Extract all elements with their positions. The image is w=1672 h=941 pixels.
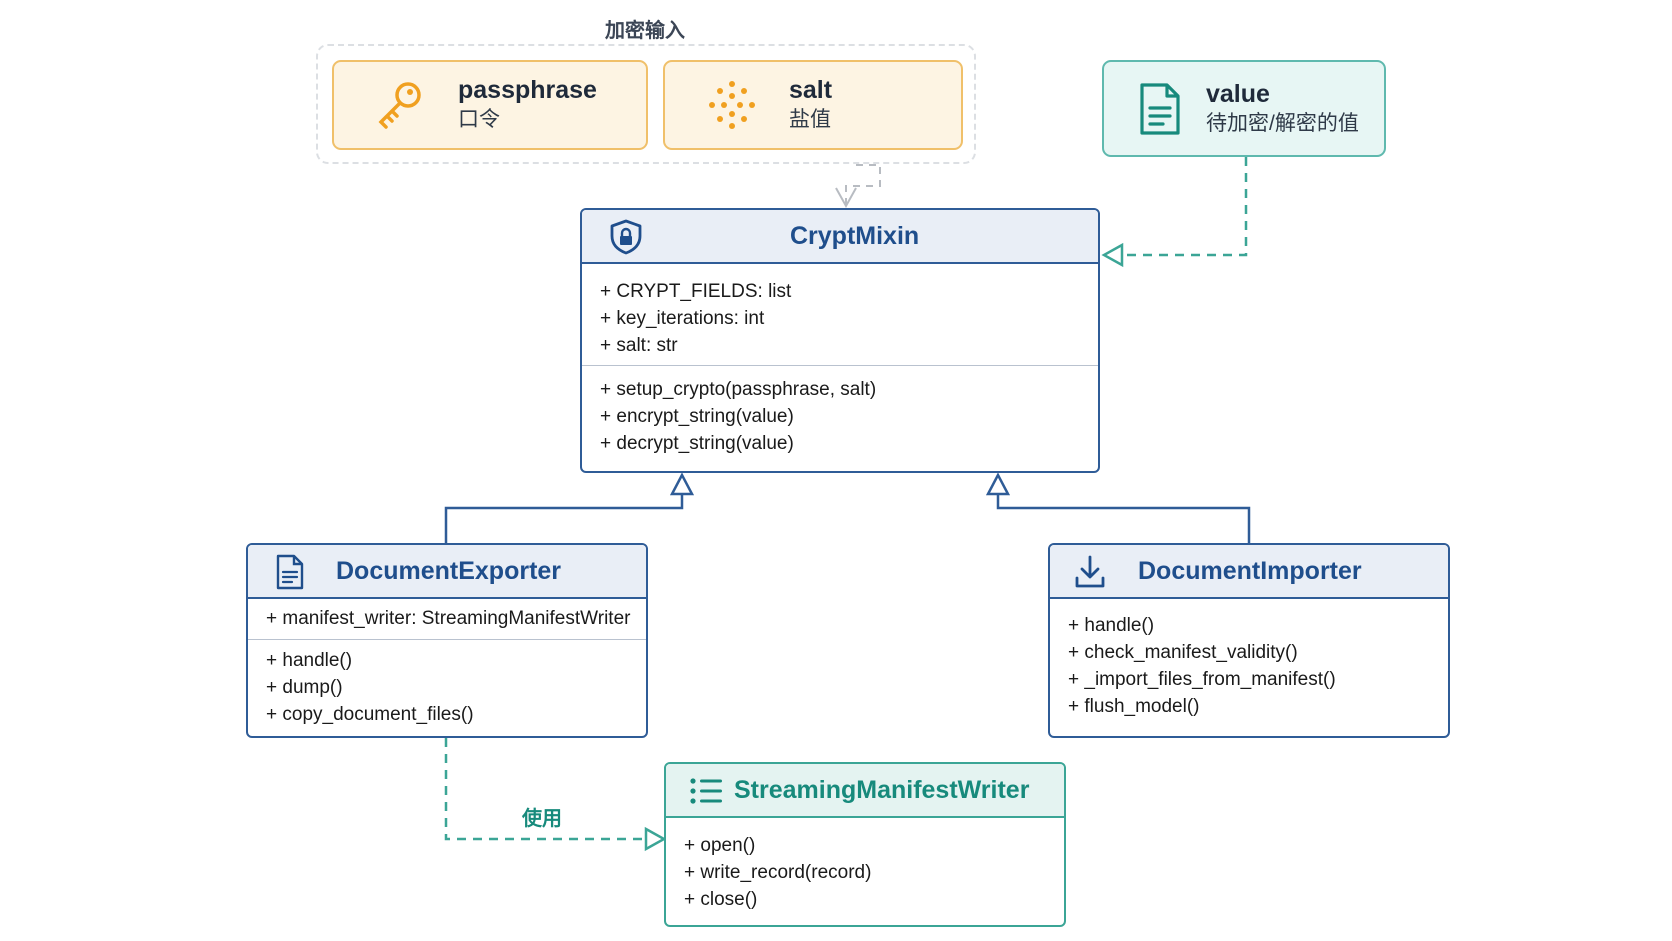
encryption-inputs-title: 加密输入: [605, 20, 685, 42]
importer-inheritance-triangle: [985, 472, 1011, 496]
value-card: value 待加密/解密的值: [1102, 60, 1386, 157]
method-row: + dump(): [266, 677, 343, 698]
salt-label: 盐值: [789, 108, 831, 131]
download-icon: [1072, 554, 1108, 590]
key-icon: [366, 77, 436, 133]
cryptmixin-methods: + setup_crypto(passphrase, salt) + encry…: [582, 365, 1098, 465]
shield-lock-icon: [608, 219, 644, 255]
list-icon: [688, 773, 724, 809]
method-row: + encrypt_string(value): [600, 406, 794, 427]
method-row: + close(): [684, 889, 758, 910]
value-connector-arrowhead: [1101, 242, 1124, 268]
document-icon: [1132, 79, 1188, 139]
encryption-inputs-group: [316, 44, 976, 164]
exporter-inheritance-triangle: [669, 472, 695, 496]
attribute-row: + key_iterations: int: [600, 308, 765, 329]
value-name: value: [1206, 79, 1270, 108]
documentexporter-methods: + handle() + dump() + copy_document_file…: [248, 639, 646, 736]
method-row: + setup_crypto(passphrase, salt): [600, 379, 877, 400]
streamingmanifestwriter-class: StreamingManifestWriter + open() + write…: [664, 762, 1066, 927]
streamingmanifestwriter-name: StreamingManifestWriter: [734, 776, 1030, 804]
method-row: + write_record(record): [684, 862, 872, 883]
importer-inherits-connector: [996, 494, 1251, 543]
cryptmixin-attributes: + CRYPT_FIELDS: list + key_iterations: i…: [582, 264, 1098, 365]
group-to-cryptmixin-connector: [845, 164, 881, 204]
exporter-inherits-connector: [444, 494, 684, 543]
attribute-row: + salt: str: [600, 335, 678, 356]
salt-card: salt 盐值: [663, 60, 963, 150]
method-row: + flush_model(): [1068, 696, 1200, 717]
method-row: + _import_files_from_manifest(): [1068, 669, 1336, 690]
value-to-cryptmixin-connector: [1104, 157, 1248, 257]
attribute-row: + manifest_writer: StreamingManifestWrit…: [266, 608, 631, 629]
attribute-row: + CRYPT_FIELDS: list: [600, 281, 792, 302]
passphrase-name: passphrase: [458, 76, 597, 104]
method-row: + handle(): [1068, 615, 1155, 636]
uses-edge-label: 使用: [522, 808, 562, 830]
value-label: 待加密/解密的值: [1206, 111, 1359, 135]
passphrase-card: passphrase 口令: [332, 60, 648, 150]
documentexporter-class: DocumentExporter + manifest_writer: Stre…: [246, 543, 648, 738]
cryptmixin-class: CryptMixin + CRYPT_FIELDS: list + key_it…: [580, 208, 1100, 473]
method-row: + open(): [684, 835, 756, 856]
group-connector-arrowhead: [835, 187, 857, 209]
documentexporter-attributes: + manifest_writer: StreamingManifestWrit…: [248, 599, 646, 639]
passphrase-label: 口令: [458, 108, 500, 131]
salt-name: salt: [789, 76, 833, 104]
documentexporter-name: DocumentExporter: [336, 557, 562, 585]
method-row: + decrypt_string(value): [600, 433, 794, 454]
file-icon: [272, 554, 308, 590]
uses-connector-arrowhead: [644, 826, 667, 852]
documentimporter-name: DocumentImporter: [1138, 557, 1362, 585]
documentimporter-class: DocumentImporter + handle() + check_mani…: [1048, 543, 1450, 738]
method-row: + handle(): [266, 650, 353, 671]
method-row: + check_manifest_validity(): [1068, 642, 1298, 663]
streamingmanifestwriter-methods: + open() + write_record(record) + close(…: [666, 818, 1064, 921]
method-row: + copy_document_files(): [266, 704, 474, 725]
cryptmixin-name: CryptMixin: [790, 222, 920, 250]
salt-crystals-icon: [697, 77, 767, 133]
documentimporter-methods: + handle() + check_manifest_validity() +…: [1050, 599, 1448, 728]
